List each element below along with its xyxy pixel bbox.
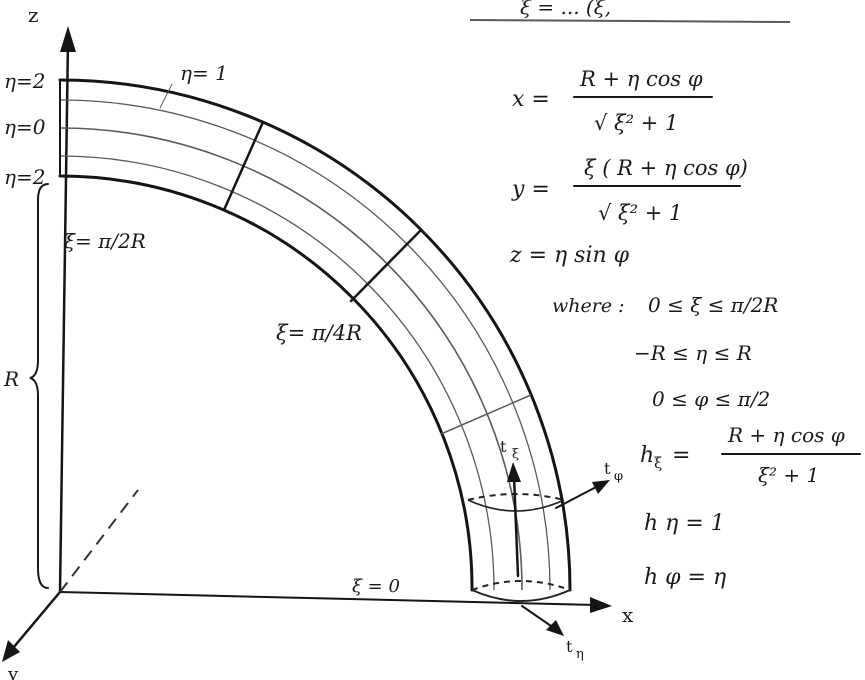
t-eta-label: t — [566, 637, 573, 656]
label-eta-1: η= 1 — [180, 61, 228, 85]
duct-grid-line-2 — [59, 127, 523, 591]
curved-duct — [58, 78, 572, 602]
t-xi-arrow — [512, 474, 520, 578]
x-axis-arrowhead — [590, 597, 612, 613]
z-axis-label: z — [28, 3, 39, 27]
radial-line-xi-pi-over-4R — [349, 229, 422, 303]
h-phi-equation: h φ = η — [644, 565, 726, 590]
duct-inner-wall — [58, 174, 474, 592]
t-phi-label: t — [604, 459, 611, 478]
label-eta-0: η=0 — [4, 115, 46, 139]
radius-brace — [29, 183, 49, 589]
z-axis-arrowhead — [60, 26, 76, 52]
duct-outer-wall — [58, 78, 572, 592]
y-equation-denominator: √ ξ² + 1 — [598, 201, 682, 225]
t-xi-label: t — [500, 437, 507, 456]
mid-cross-section — [467, 493, 565, 501]
h-xi-denominator: ξ² + 1 — [758, 463, 819, 487]
duct-grid-line-1 — [59, 99, 551, 591]
duct-grid-line-3 — [59, 155, 495, 591]
t-eta-arrow — [521, 605, 555, 629]
t-phi-arrowhead — [592, 480, 610, 494]
label-xi-zero: ξ = 0 — [352, 576, 400, 597]
h-xi-lhs: h — [640, 443, 654, 468]
eta-1-pointer — [159, 83, 173, 109]
h-xi-subscript: ξ — [654, 454, 662, 472]
x-equation-lhs: x = — [512, 87, 550, 112]
label-xi-pi-over-2R: ξ= π/2R — [64, 229, 146, 253]
label-radius: R — [3, 367, 19, 391]
y-axis-dashed-extension — [59, 489, 139, 593]
xi-zero-cross-section-front — [471, 589, 571, 602]
t-phi-subscript: φ — [614, 469, 623, 484]
h-xi-equals: = — [672, 443, 690, 468]
x-axis — [59, 591, 597, 606]
where-label: where : — [552, 295, 625, 317]
xi-zero-cross-section — [471, 580, 571, 591]
radial-line-upper — [222, 120, 265, 212]
y-equation-lhs: y = — [511, 177, 550, 202]
unit-vectors: t ξ t φ t η — [500, 437, 623, 662]
label-eta-2-top: η=2 — [4, 69, 45, 93]
radial-line-lower — [440, 394, 532, 435]
phi-range-condition: 0 ≤ φ ≤ π/2 — [652, 387, 770, 411]
label-xi-pi-over-4R: ξ= π/4R — [276, 321, 362, 345]
x-axis-label: x — [622, 603, 634, 627]
y-axis-label: y — [7, 664, 19, 680]
xi-range-condition: 0 ≤ ξ ≤ π/2R — [648, 293, 778, 317]
x-equation-numerator: R + η cos φ — [579, 67, 703, 91]
y-axis — [6, 590, 62, 656]
header-underline — [469, 19, 791, 23]
t-xi-arrowhead — [507, 462, 521, 482]
z-axis — [58, 38, 70, 594]
label-eta-2-bottom: η=2 — [4, 165, 45, 189]
y-axis-arrowhead — [2, 640, 20, 662]
y-equation-numerator: ξ ( R + η cos φ) — [584, 156, 748, 180]
equations: x = R + η cos φ √ ξ² + 1 y = ξ ( R + η c… — [509, 67, 861, 590]
axes: z x y — [2, 3, 634, 680]
x-equation-denominator: √ ξ² + 1 — [594, 111, 678, 135]
t-phi-arrow — [555, 485, 599, 509]
header-fragment: ξ = ... (ξ, — [520, 0, 611, 19]
t-xi-subscript: ξ — [512, 447, 519, 462]
t-eta-subscript: η — [576, 647, 584, 662]
h-xi-numerator: R + η cos φ — [727, 423, 845, 447]
left-labels: η=2 η=0 η=2 η= 1 ξ= π/2R R — [3, 61, 228, 589]
h-eta-equation: h η = 1 — [644, 511, 725, 536]
t-eta-arrowhead — [546, 620, 564, 636]
eta-range-condition: −R ≤ η ≤ R — [634, 341, 752, 365]
z-equation: z = η sin φ — [509, 243, 630, 268]
